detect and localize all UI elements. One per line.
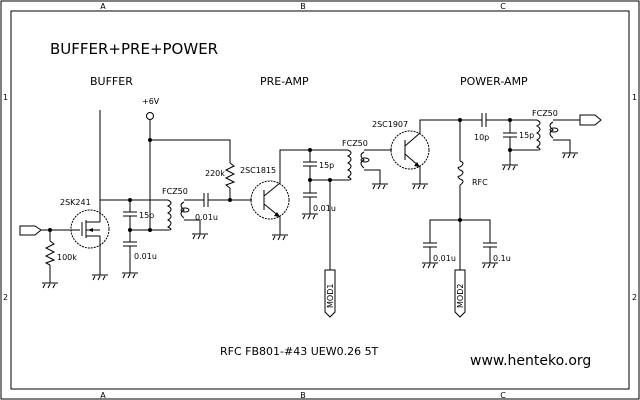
col-label-c-bottom: C xyxy=(500,391,506,400)
transistor-2sc1815-icon xyxy=(250,180,290,220)
ground-icon xyxy=(92,274,108,281)
q1-label: 2SK241 xyxy=(60,198,91,207)
col-label-a-bottom: A xyxy=(100,391,106,400)
section-preamp-label: PRE-AMP xyxy=(260,75,309,88)
t1-label: FCZ50 xyxy=(162,187,188,196)
mod2-label: MOD2 xyxy=(456,284,465,308)
c9-label: 0.1u xyxy=(493,254,511,263)
c5-label: 0.01u xyxy=(313,204,336,213)
row-label-1-right: 1 xyxy=(632,93,637,102)
output-port-icon xyxy=(579,114,602,126)
resistor-icon xyxy=(44,230,56,283)
transformer-fcz50-icon xyxy=(166,199,190,231)
ground-icon xyxy=(302,213,318,220)
capacitor-icon xyxy=(123,230,137,273)
ground-icon xyxy=(272,234,288,241)
transformer-fcz50-icon xyxy=(535,119,559,151)
section-poweramp-label: POWER-AMP xyxy=(460,75,528,88)
capacitor-icon xyxy=(483,233,497,263)
capacitor-icon xyxy=(123,200,137,230)
ground-icon xyxy=(412,183,428,190)
mod2-port-icon xyxy=(454,269,466,318)
c1-label: 15p xyxy=(139,211,154,220)
col-label-b-bottom: B xyxy=(300,391,306,400)
c2-label: 0.01u xyxy=(134,252,157,261)
c6-label: 10p xyxy=(474,133,489,142)
t3-label: FCZ50 xyxy=(532,109,558,118)
resistor-icon xyxy=(224,160,236,200)
inner-frame xyxy=(10,10,630,390)
ground-icon xyxy=(502,164,518,171)
t2-label: FCZ50 xyxy=(342,139,368,148)
col-label-b-top: B xyxy=(300,2,306,11)
ground-icon xyxy=(42,282,58,289)
ground-icon xyxy=(422,262,438,269)
rfc-inductor-icon xyxy=(457,160,464,186)
l1-label: RFC xyxy=(472,178,488,187)
mod1-port-icon xyxy=(324,269,336,318)
c7-label: 15p xyxy=(519,131,534,140)
col-label-a-top: A xyxy=(100,2,106,11)
section-buffer-label: BUFFER xyxy=(90,75,133,88)
row-label-2-right: 2 xyxy=(632,293,637,302)
row-label-1-left: 1 xyxy=(3,93,8,102)
mosfet-2sk241-icon xyxy=(70,110,110,249)
ground-icon xyxy=(372,183,388,190)
c4-label: 15p xyxy=(319,161,334,170)
schematic-title: BUFFER+PRE+POWER xyxy=(50,40,218,58)
q3-label: 2SC1907 xyxy=(372,120,408,129)
r1-label: 100k xyxy=(57,253,77,262)
ground-icon xyxy=(562,152,578,159)
rfc-note: RFC FB801-#43 UEW0.26 5T xyxy=(220,345,379,358)
website-label: www.henteko.org xyxy=(470,353,591,369)
c3-label: 0.01u xyxy=(195,213,218,222)
mod1-label: MOD1 xyxy=(326,284,335,308)
capacitor-icon xyxy=(303,180,317,214)
capacitor-icon xyxy=(203,193,209,207)
transistor-2sc1907-icon xyxy=(390,130,430,170)
r2-label: 220k xyxy=(205,169,225,178)
capacitor-icon xyxy=(481,113,487,127)
capacitor-icon xyxy=(503,120,517,165)
ground-icon xyxy=(122,272,138,279)
ground-icon xyxy=(192,233,208,240)
ground-icon xyxy=(482,262,498,269)
capacitor-icon xyxy=(423,233,437,263)
c8-label: 0.01u xyxy=(433,254,456,263)
row-label-2-left: 2 xyxy=(3,293,8,302)
q2-label: 2SC1815 xyxy=(240,166,276,175)
input-port-icon xyxy=(19,225,42,236)
supply-label: +6V xyxy=(142,97,160,106)
capacitor-icon xyxy=(303,150,317,180)
supply-terminal-icon xyxy=(146,112,154,120)
col-label-c-top: C xyxy=(500,2,506,11)
transformer-fcz50-icon xyxy=(346,149,370,181)
